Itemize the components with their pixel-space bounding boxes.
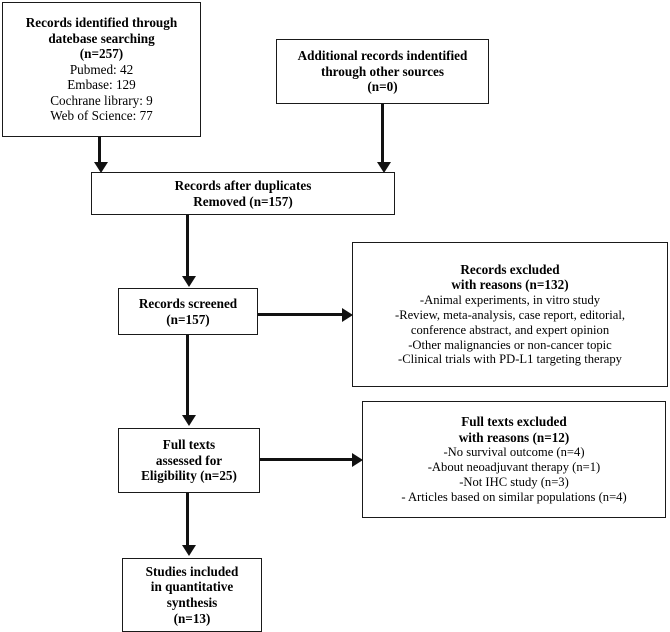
connector-full-texts-to-excluded bbox=[260, 458, 354, 461]
additional-records-line-3: (n=0) bbox=[367, 79, 398, 95]
records-excluded-heading-1: Records excluded bbox=[460, 261, 560, 277]
arrowhead-full-texts-to-excluded bbox=[352, 453, 363, 467]
connector-screened-to-full-texts bbox=[186, 335, 189, 415]
records-identified-pubmed: Pubmed: 42 bbox=[69, 61, 134, 77]
studies-included-line-3: synthesis bbox=[166, 595, 218, 610]
records-excluded-reason-4: -Clinical trials with PD-L1 targeting th… bbox=[398, 352, 622, 367]
arrowhead-identified-to-duplicates bbox=[94, 162, 108, 173]
records-excluded-reason-3: -Other malignancies or non-cancer topic bbox=[408, 337, 612, 352]
records-identified-line-1: Records identified through bbox=[25, 14, 178, 30]
full-texts-excluded-heading-2: with reasons (n=12) bbox=[458, 429, 570, 445]
studies-included-box: Studies included in quantitative synthes… bbox=[122, 558, 262, 632]
arrowhead-additional-to-duplicates bbox=[377, 162, 391, 173]
connector-full-texts-to-included bbox=[186, 493, 189, 546]
additional-records-line-2: through other sources bbox=[320, 63, 445, 79]
records-excluded-reason-1: -Animal experiments, in vitro study bbox=[419, 292, 601, 307]
records-excluded-reason-2b: conference abstract, and expert opinion bbox=[410, 322, 610, 337]
records-identified-line-2: datebase searching bbox=[48, 30, 155, 46]
full-texts-excluded-box: Full texts excluded with reasons (n=12) … bbox=[362, 401, 666, 518]
records-identified-embase: Embase: 129 bbox=[67, 77, 136, 93]
records-identified-box: Records identified through datebase sear… bbox=[2, 2, 201, 137]
connector-identified-to-duplicates bbox=[98, 137, 101, 164]
records-screened-line-2: (n=157) bbox=[166, 311, 210, 327]
full-texts-assessed-line-2: assessed for bbox=[155, 452, 223, 468]
records-identified-cochrane: Cochrane library: 9 bbox=[50, 92, 153, 108]
full-texts-excluded-heading-1: Full texts excluded bbox=[461, 414, 567, 430]
arrowhead-duplicates-to-screened bbox=[182, 276, 196, 287]
records-after-duplicates-line-2: Removed (n=157) bbox=[193, 193, 293, 209]
connector-duplicates-to-screened bbox=[186, 215, 189, 277]
connector-additional-to-duplicates bbox=[381, 104, 384, 164]
arrowhead-screened-to-full-texts bbox=[182, 415, 196, 426]
studies-included-line-1: Studies included bbox=[145, 563, 239, 579]
full-texts-assessed-line-1: Full texts bbox=[162, 437, 216, 453]
records-excluded-heading-2: with reasons (n=132) bbox=[451, 277, 569, 293]
full-texts-excluded-reason-1: -No survival outcome (n=4) bbox=[443, 445, 585, 460]
additional-records-line-1: Additional records indentified bbox=[297, 48, 468, 64]
studies-included-line-2: in quantitative bbox=[150, 579, 234, 595]
full-texts-assessed-line-3: Eligibility (n=25) bbox=[141, 468, 237, 484]
connector-screened-to-records-excluded bbox=[258, 313, 344, 316]
arrowhead-full-texts-to-included bbox=[182, 545, 196, 556]
arrowhead-screened-to-records-excluded bbox=[342, 308, 353, 322]
full-texts-excluded-reason-2: -About neoadjuvant therapy (n=1) bbox=[427, 460, 601, 475]
records-excluded-box: Records excluded with reasons (n=132) -A… bbox=[352, 242, 668, 387]
records-identified-wos: Web of Science: 77 bbox=[50, 108, 153, 124]
additional-records-box: Additional records indentified through o… bbox=[276, 39, 489, 104]
records-identified-line-3: (n=257) bbox=[79, 46, 124, 62]
records-screened-box: Records screened (n=157) bbox=[118, 288, 258, 335]
studies-included-line-4: (n=13) bbox=[173, 610, 211, 626]
records-after-duplicates-box: Records after duplicates Removed (n=157) bbox=[91, 172, 395, 215]
full-texts-assessed-box: Full texts assessed for Eligibility (n=2… bbox=[118, 428, 260, 493]
full-texts-excluded-reason-4: - Articles based on similar populations … bbox=[401, 489, 627, 504]
records-after-duplicates-line-1: Records after duplicates bbox=[174, 177, 312, 193]
full-texts-excluded-reason-3: -Not IHC study (n=3) bbox=[459, 475, 569, 490]
records-screened-line-1: Records screened bbox=[138, 295, 238, 311]
records-excluded-reason-2: -Review, meta-analysis, case report, edi… bbox=[395, 307, 625, 322]
